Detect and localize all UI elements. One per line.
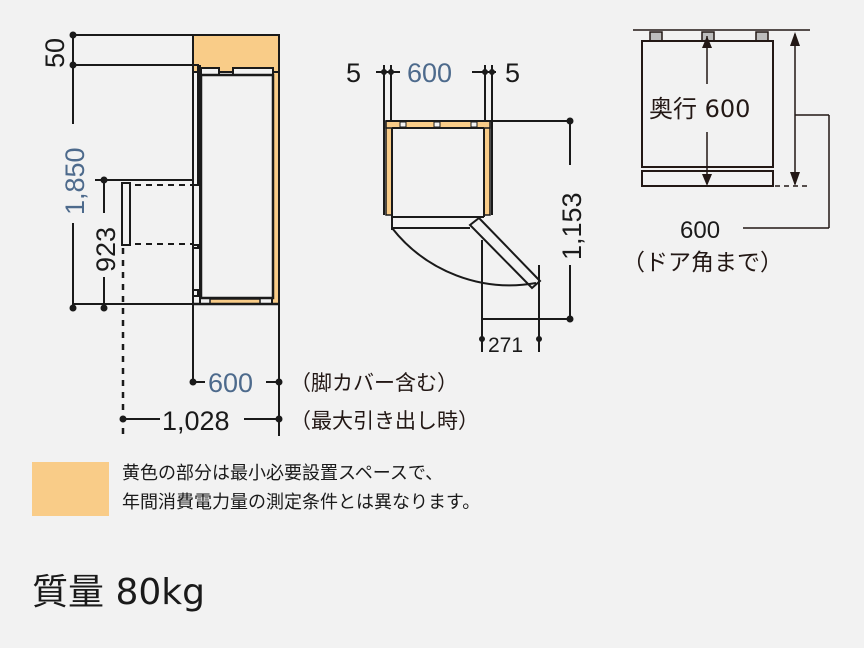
dim-top-gap: 50 <box>40 38 70 68</box>
min-space-legend-swatch <box>32 462 109 516</box>
dim-drawer-height: 923 <box>91 227 121 272</box>
mass-label: 質量 80kg <box>32 572 205 613</box>
dim-depth: 600 <box>208 368 253 398</box>
dim-depth-open-note: （最大引き出し時） <box>290 409 479 433</box>
legend-line-2: 年間消費電力量の測定条件とは異なります。 <box>122 492 481 513</box>
min-space-legend: 黄色の部分は最小必要設置スペースで、 年間消費電力量の測定条件とは異なります。 <box>122 459 480 517</box>
top-view <box>376 65 574 352</box>
dim-door-protrusion: 271 <box>488 334 523 357</box>
dim-depth-open: 1,028 <box>162 406 230 436</box>
legend-line-1: 黄色の部分は最小必要設置スペースで、 <box>122 463 444 484</box>
dim-depth-note: （脚カバー含む） <box>290 371 458 395</box>
dim-door-corner-note: （ドア角まで） <box>622 250 783 276</box>
dim-door-corner-depth: 600 <box>680 217 720 244</box>
side-view <box>69 31 283 440</box>
depth-view <box>633 29 830 229</box>
dim-right-gap: 5 <box>505 58 520 88</box>
dim-width: 600 <box>407 58 452 88</box>
dim-left-gap: 5 <box>346 58 361 88</box>
dim-height: 1,850 <box>60 147 90 215</box>
dim-door-swing-depth: 1,153 <box>557 192 587 260</box>
depth-label: 奥行 600 <box>649 95 750 123</box>
